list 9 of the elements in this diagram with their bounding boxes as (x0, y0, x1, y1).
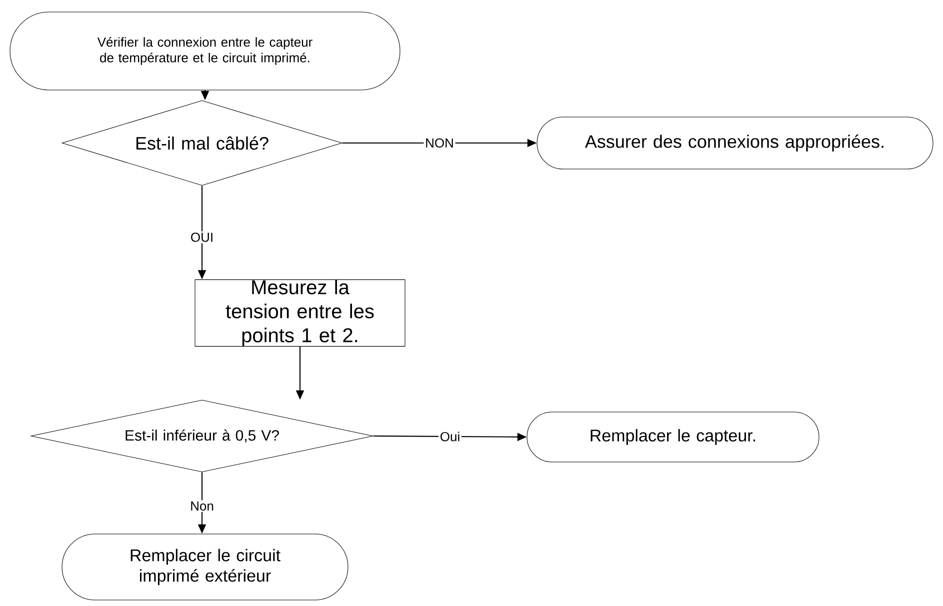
edge-label: Non (191, 502, 214, 511)
terminal-box: Remplacer le circuit imprimé extérieur (62, 534, 348, 600)
process-box: Mesurez la tension entre les points 1 et 2. (194, 279, 406, 347)
edge-label: OUI (191, 232, 212, 242)
terminal-box: Vérifier la connexion entre le capteur de température et le circuit imprimé. (10, 12, 400, 90)
edge-label: NON (426, 138, 453, 148)
terminal-box: Assurer des connexions appropriées. (536, 116, 934, 170)
terminal-box: Remplacer le capteur. (526, 412, 820, 462)
edge-label: Oui (440, 432, 460, 442)
